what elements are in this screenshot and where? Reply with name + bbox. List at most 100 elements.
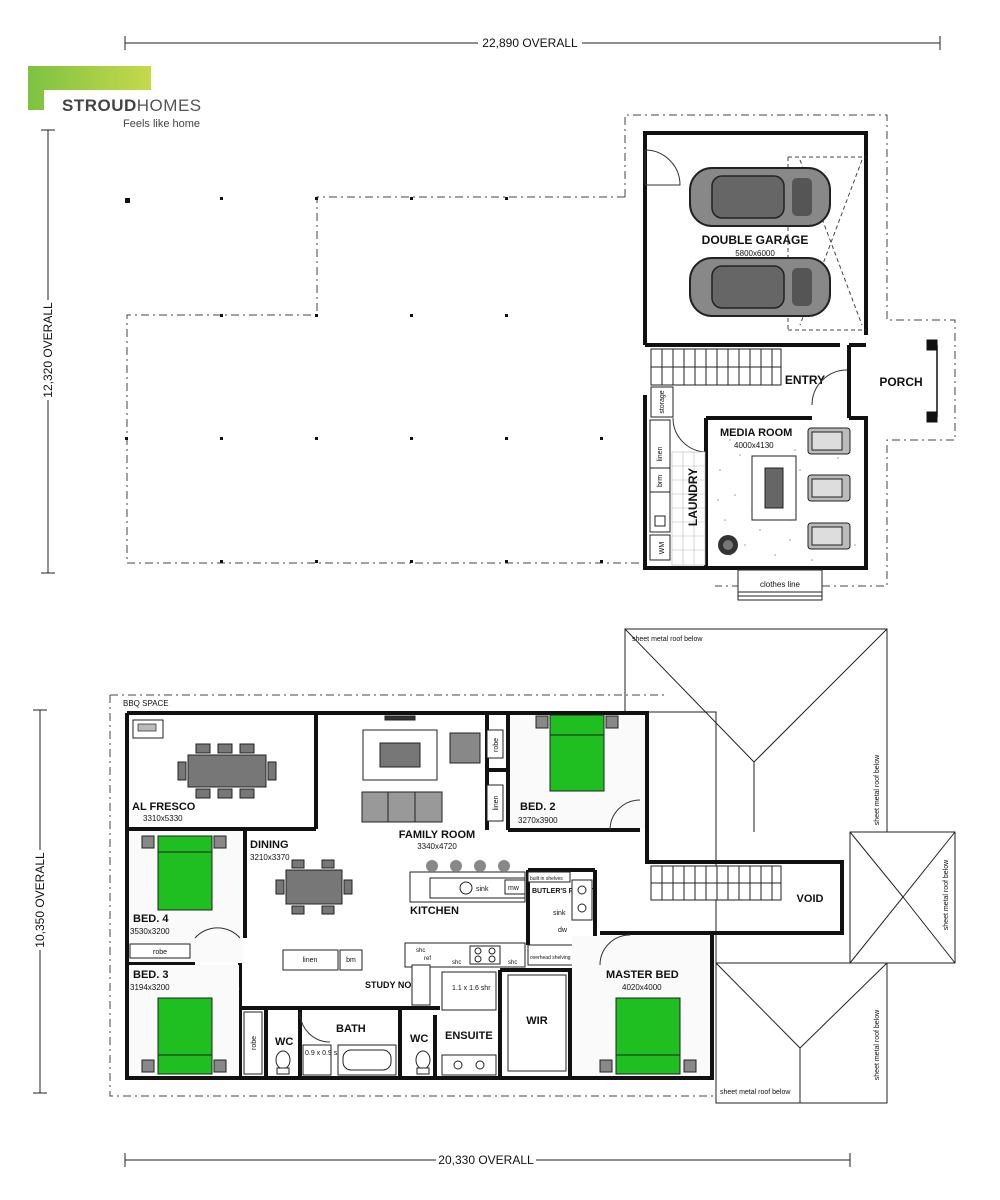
bbq-label: BBQ SPACE (123, 699, 169, 708)
study-desk (411, 964, 431, 1006)
bed2-size: 3270x3900 (518, 816, 558, 825)
robe-label: robe (493, 738, 500, 752)
laundry-label: LAUNDRY (686, 468, 700, 526)
upper-height-dim: 12,320 OVERALL (41, 302, 55, 398)
laundry-linen-label: linen (657, 447, 664, 462)
storage-cupboard (650, 386, 674, 418)
clothes-line (737, 569, 823, 601)
garage-size: 5800x6000 (735, 249, 775, 258)
toilet-icon (415, 1050, 431, 1075)
shower-1-label: 0.9 x 0.9 shr (305, 1050, 344, 1057)
bed-icon (141, 835, 227, 911)
broom-label: brm (657, 475, 664, 487)
car-icon (689, 257, 831, 317)
bm-label: bm (346, 957, 356, 964)
wir-shelves (507, 974, 567, 1072)
robe-label: robe (153, 949, 167, 956)
toilet-icon (275, 1050, 291, 1075)
bed-icon (599, 997, 697, 1075)
bed3-size: 3194x3200 (130, 983, 170, 992)
cooktop-icon (469, 945, 501, 965)
lower-walls (125, 711, 844, 1080)
butlers-pantry-label: BUTLER'S PANTRY (532, 888, 597, 895)
roof-note: sheet metal roof below (720, 1089, 791, 1096)
void-label: VOID (797, 893, 824, 905)
shower-2 (441, 971, 497, 1011)
master-bed-size: 4020x4000 (622, 983, 662, 992)
pantry-shelf (527, 871, 571, 883)
bar-stools (426, 860, 510, 872)
garage-side-door[interactable] (644, 149, 681, 186)
study-nook-label: STUDY NOOK (365, 980, 425, 990)
bed2-door[interactable] (609, 799, 641, 831)
roof-below (624, 628, 956, 1104)
dining-table (275, 859, 353, 915)
roof-note: sheet metal roof below (943, 859, 950, 930)
wc-label: WC (275, 1036, 293, 1048)
coffee-table (751, 455, 797, 521)
roof-note: sheet metal roof below (874, 754, 881, 825)
column-markers (125, 197, 603, 563)
bed-icon (141, 997, 227, 1075)
bbq-icon (132, 719, 164, 739)
shc-label: shc (508, 960, 517, 966)
plant-icon (718, 535, 738, 555)
upper-roof-outline (126, 114, 956, 587)
car-icon (689, 167, 831, 227)
bath-label: BATH (336, 1023, 366, 1035)
lower-height-dim: 10,350 OVERALL (33, 852, 47, 948)
lower-width-dim: 20,330 OVERALL (438, 1153, 534, 1167)
entry-door[interactable] (811, 369, 848, 406)
bath-door[interactable] (299, 1011, 331, 1043)
storage-label: storage (659, 390, 666, 413)
family-furniture (361, 715, 481, 823)
laundry-door[interactable] (672, 417, 707, 453)
bed4-door[interactable] (194, 927, 241, 939)
wir-label: WIR (526, 1015, 547, 1027)
pantry-sink (571, 879, 593, 921)
kitchen-counter (404, 942, 526, 968)
laundry-cabinets (649, 419, 671, 561)
porch (847, 339, 938, 423)
family-room-label: FAMILY ROOM (399, 829, 475, 841)
master-bed-label: MASTER BED (606, 969, 679, 981)
pantry-shelves-label: built in shelves (530, 876, 563, 882)
alfresco-size: 3310x5330 (143, 814, 183, 823)
master-door[interactable] (599, 934, 631, 966)
overhead-label: overhead shelving (530, 955, 571, 961)
mw-label: mw (508, 885, 520, 892)
bed2-label: BED. 2 (520, 801, 555, 813)
vanity-icon (441, 1054, 497, 1076)
armchair-icon (807, 427, 851, 550)
kitchen-bench (409, 871, 526, 903)
trough-icon (654, 515, 666, 527)
stroud-homes-logo (26, 66, 226, 136)
porch-label: PORCH (879, 375, 922, 389)
stairs (650, 865, 782, 901)
roof-note: sheet metal roof below (632, 636, 703, 643)
family-room-size: 3340x4720 (417, 842, 457, 851)
shower-1 (302, 1044, 332, 1076)
bed4-label: BED. 4 (133, 913, 169, 925)
media-room-label: MEDIA ROOM (720, 427, 792, 439)
linen-label: linen (493, 796, 500, 811)
linen-cupboard (486, 784, 504, 822)
wc-label: WC (410, 1033, 428, 1045)
ensuite-label: ENSUITE (445, 1030, 493, 1042)
stairs (650, 348, 782, 386)
garage-label: DOUBLE GARAGE (702, 233, 809, 247)
upper-walls (643, 131, 868, 570)
bed4-size: 3530x3200 (130, 927, 170, 936)
bathtub-icon (337, 1044, 397, 1076)
alfresco-label: AL FRESCO (132, 801, 196, 813)
shower-2-label: 1.1 x 1.6 shr (452, 985, 491, 992)
brand-tagline: Feels like home (123, 118, 201, 130)
dining-size: 3210x3370 (250, 853, 290, 862)
roof-note: sheet metal roof below (874, 1009, 881, 1080)
ref-label: ref (424, 956, 431, 962)
brand-name: STROUDHOMES (62, 96, 202, 115)
pantry-sink-label: sink (553, 910, 566, 917)
dining-label: DINING (250, 839, 289, 851)
wm-label: WM (659, 542, 666, 555)
